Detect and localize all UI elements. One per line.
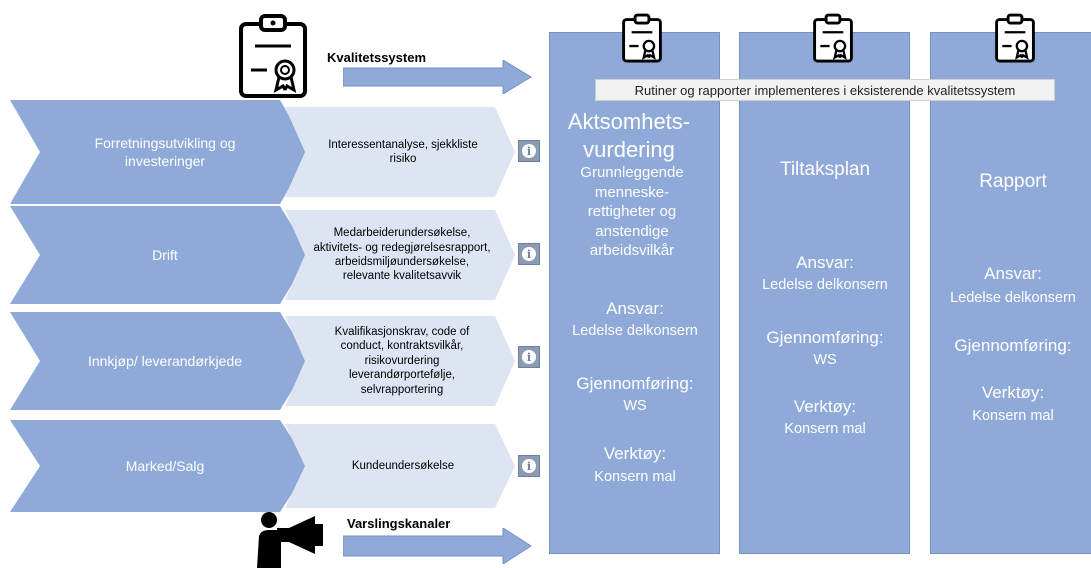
row-title: Drift	[152, 246, 178, 263]
responsibility-label: Ansvar:	[796, 253, 854, 272]
bottom-label: Varslingskanaler	[347, 516, 451, 531]
certificate-icon	[622, 13, 662, 63]
responsibility-label: Ansvar:	[606, 299, 664, 318]
info-button[interactable]: i	[518, 140, 540, 162]
info-icon: i	[522, 459, 536, 473]
execution-label: Gjennomføring:	[954, 336, 1072, 355]
row-title: Forretningsutvikling og investeringer	[94, 134, 236, 169]
tool-label: Verktøy:	[981, 383, 1045, 402]
responsibility-value: Ledelse delkonsern	[950, 290, 1076, 306]
phase-column	[739, 32, 910, 554]
certificate-icon	[813, 13, 853, 63]
column-title: Rapport	[979, 171, 1047, 192]
responsibility-value: Ledelse delkonsern	[762, 277, 888, 293]
row-title: Marked/Salg	[125, 457, 205, 474]
info-button[interactable]: i	[518, 455, 540, 477]
tool-label: Verktøy:	[603, 444, 667, 463]
execution-value: WS	[813, 352, 837, 368]
phase-column	[549, 32, 720, 554]
tool-label: Verktøy:	[793, 397, 857, 416]
megaphone-person-icon	[257, 512, 323, 568]
info-button[interactable]: i	[518, 346, 540, 368]
process-chevron	[10, 312, 310, 410]
source-chevron	[285, 210, 515, 300]
info-icon: i	[522, 144, 536, 158]
row-title: Innkjøp/ leverandørkjede	[87, 352, 243, 369]
process-chevron	[10, 206, 310, 304]
certificate-icon	[995, 13, 1035, 63]
top-label: Kvalitetssystem	[327, 50, 426, 65]
execution-label: Gjennomføring:	[576, 374, 694, 393]
phase-column	[930, 32, 1091, 554]
info-button[interactable]: i	[518, 243, 540, 265]
column-subtitle: Grunnleggende menneske-rettigheter og an…	[580, 164, 684, 259]
column-title: Tiltaksplan	[779, 159, 871, 180]
source-chevron	[285, 107, 515, 197]
tool-value: Konsern mal	[784, 421, 866, 437]
arrow-right-icon	[343, 528, 532, 564]
arrow-right-icon	[343, 60, 532, 94]
row-sources: Kundeundersøkelse	[351, 459, 455, 472]
implementation-banner: Rutiner og rapporter implementeres i eks…	[595, 79, 1055, 101]
row-sources: Interessentanalyse, sjekkliste risiko	[328, 138, 478, 165]
info-icon: i	[522, 247, 536, 261]
tool-value: Konsern mal	[972, 408, 1054, 424]
column-title: Aktsomhets-vurdering	[567, 109, 691, 162]
certificate-icon	[239, 14, 307, 98]
source-chevron	[285, 316, 515, 406]
responsibility-label: Ansvar:	[984, 264, 1042, 283]
process-chevron	[10, 100, 310, 204]
source-chevron	[285, 424, 515, 508]
row-sources: Medarbeiderundersøkelse, aktivitets- og …	[313, 227, 491, 283]
process-chevron	[10, 420, 310, 512]
responsibility-value: Ledelse delkonsern	[572, 323, 698, 339]
info-icon: i	[522, 350, 536, 364]
tool-value: Konsern mal	[594, 469, 676, 485]
execution-value: WS	[623, 398, 647, 414]
execution-label: Gjennomføring:	[766, 328, 884, 347]
row-sources: Kvalifikasjonskrav, code of conduct, kon…	[334, 326, 470, 396]
